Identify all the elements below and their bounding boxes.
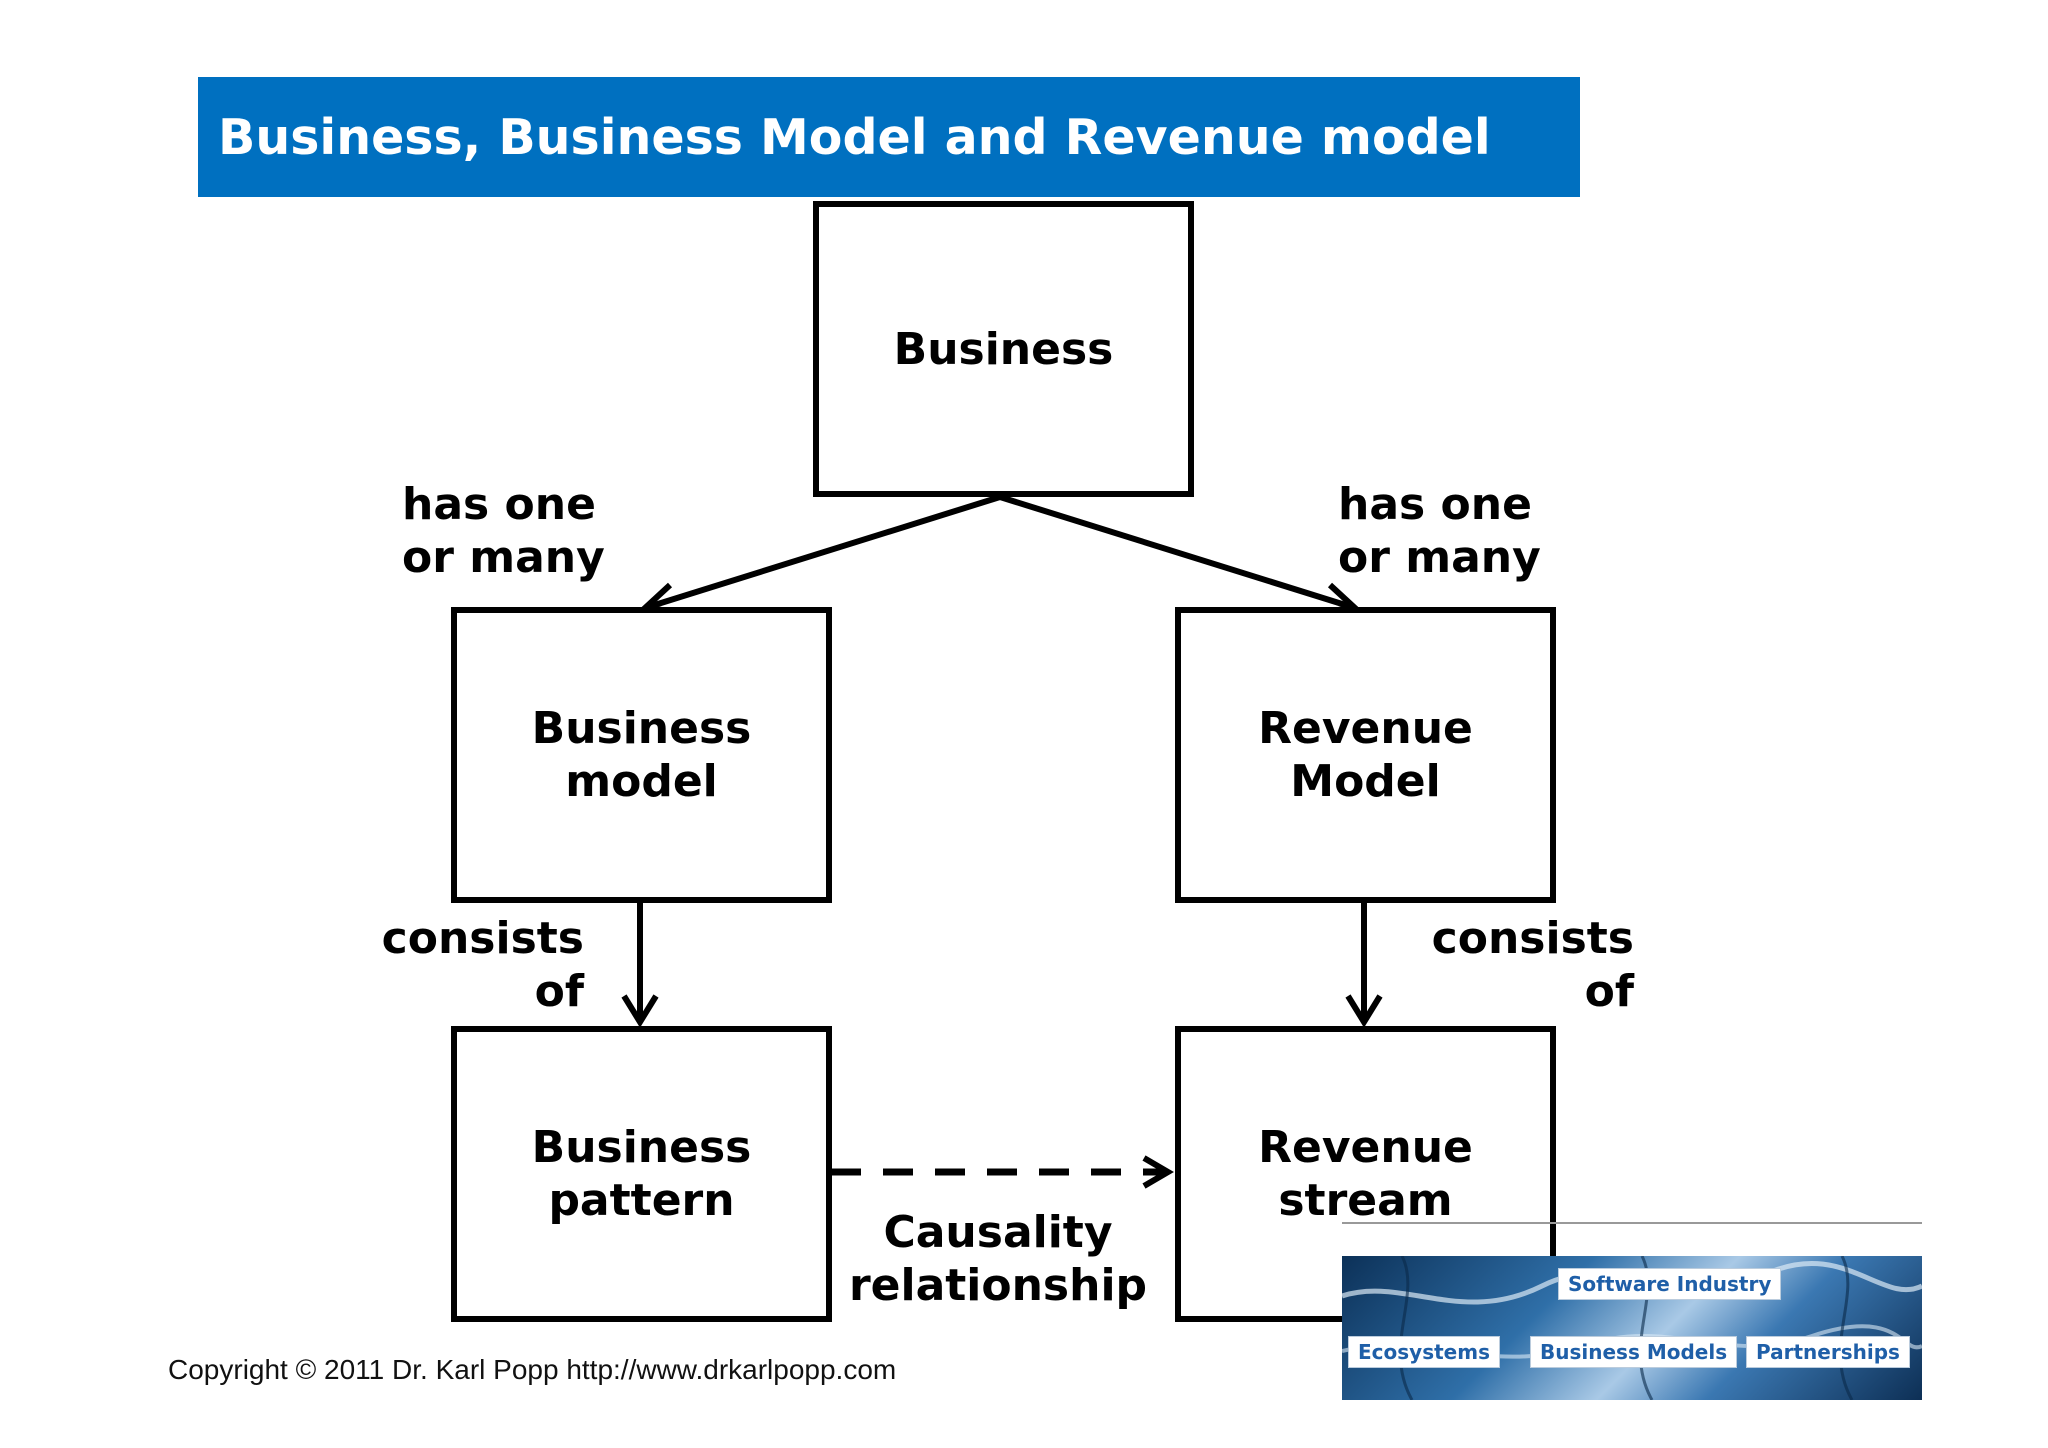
logo-tag-business-models: Business Models [1530,1336,1738,1368]
relation-consists-of-right: consists of [1431,913,1634,1017]
relation-has-one-or-many-right: has one or many [1338,479,1541,583]
node-revenue-stream-label: Revenue stream [1258,1122,1473,1226]
node-revenue-model-label: Revenue Model [1258,703,1473,807]
copyright-text: Copyright © 2011 Dr. Karl Popp http://ww… [168,1354,897,1385]
relation-causality: Causality relationship [848,1207,1148,1311]
title-banner: Business, Business Model and Revenue mod… [198,77,1580,197]
arrowhead-business-pattern [621,994,659,1028]
brand-banner-image: Software Industry Ecosystems Business Mo… [1342,1222,1922,1400]
relation-has-one-or-many-left: has one or many [402,479,605,583]
logo-tag-ecosystems: Ecosystems [1348,1336,1500,1368]
page-title: Business, Business Model and Revenue mod… [218,108,1491,166]
logo-tag-partnerships: Partnerships [1746,1336,1910,1368]
node-business-model: Business model [451,607,832,903]
edge-business-to-business-model [644,494,1001,611]
node-business: Business [813,201,1194,497]
edge-business-to-revenue-model [999,494,1356,611]
arrowhead-causality [1142,1155,1174,1189]
node-business-pattern-label: Business pattern [531,1122,752,1226]
node-business-label: Business [893,323,1114,375]
arrowhead-revenue-stream [1345,994,1383,1028]
logo-tag-software-industry: Software Industry [1558,1268,1782,1300]
node-business-pattern: Business pattern [451,1026,832,1322]
relation-consists-of-left: consists of [381,913,584,1017]
node-business-model-label: Business model [531,703,752,807]
node-revenue-model: Revenue Model [1175,607,1556,903]
